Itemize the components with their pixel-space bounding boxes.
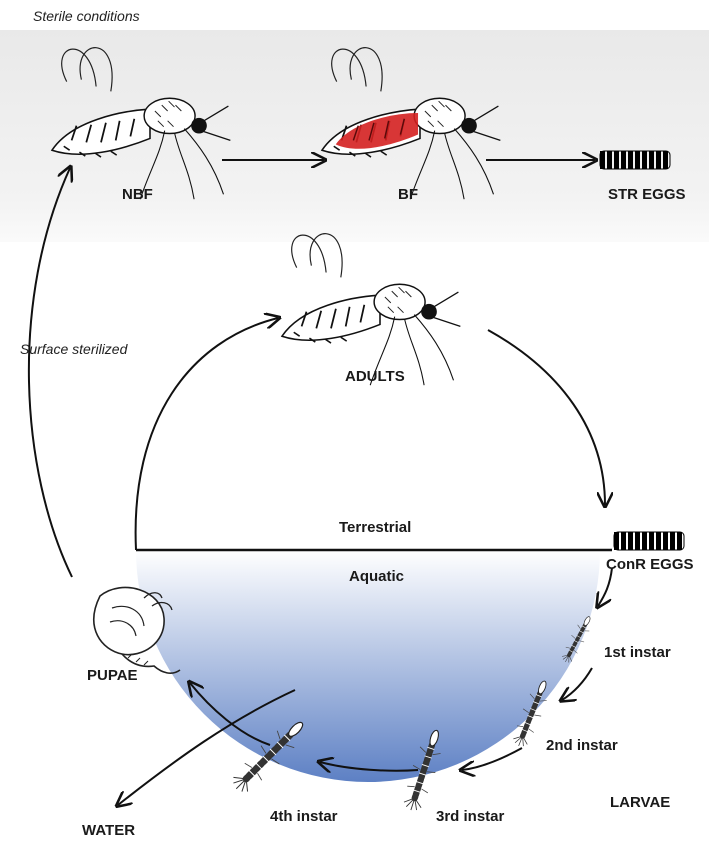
str-eggs-label: STR EGGS: [608, 186, 686, 203]
mosquito-blood-fed-icon: [322, 48, 500, 200]
instar-2-label: 2nd instar: [546, 737, 618, 754]
instar-3-label: 3rd instar: [436, 808, 504, 825]
aquatic-label: Aquatic: [349, 568, 404, 585]
arrow-1st-to-2nd: [562, 668, 592, 700]
nbf-label: NBF: [122, 186, 153, 203]
adults-label: ADULTS: [345, 368, 405, 385]
larvae-label: LARVAE: [610, 794, 670, 811]
conr-eggs-icon: [614, 532, 684, 550]
water-label: WATER: [82, 822, 135, 839]
pupae-label: PUPAE: [87, 667, 138, 684]
conr-eggs-label: ConR EGGS: [606, 556, 694, 573]
mosquito-icon: [52, 48, 230, 200]
arrow-eggs-to-1st: [598, 568, 612, 606]
str-eggs-icon: [600, 151, 670, 169]
arrow-pupae-to-adults: [136, 318, 278, 550]
sterile-conditions-label: Sterile conditions: [33, 8, 140, 24]
instar-4-label: 4th instar: [270, 808, 338, 825]
arrow-adults-to-eggs: [488, 330, 605, 505]
bf-label: BF: [398, 186, 418, 203]
arrow-surface-sterilized: [29, 168, 72, 577]
terrestrial-label: Terrestrial: [339, 519, 411, 536]
instar-1-label: 1st instar: [604, 644, 671, 661]
surface-sterilized-label: Surface sterilized: [20, 341, 127, 357]
mosquito-adult-icon: [282, 234, 460, 386]
